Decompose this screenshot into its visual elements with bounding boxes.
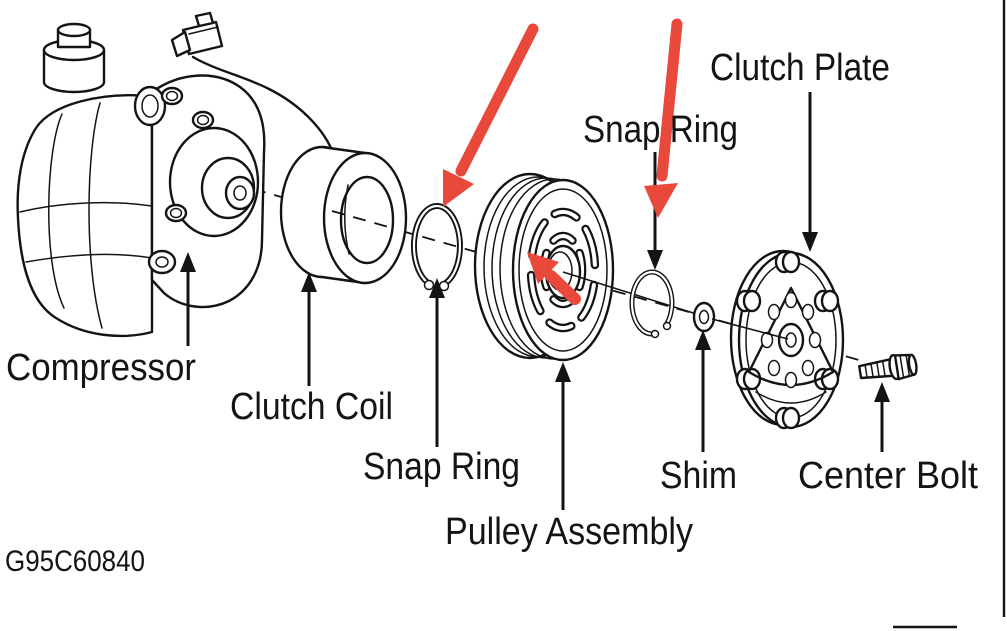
label-compressor: Compressor [6, 347, 196, 389]
pulley-assembly-drawing [473, 172, 707, 362]
highlight-arrow-snap-ring-rear [644, 18, 683, 218]
label-center-bolt: Center Bolt [798, 455, 978, 497]
label-snap-ring-rear: Snap Ring [583, 109, 738, 151]
shim-drawing [692, 301, 716, 333]
clutch-plate-bosses [735, 250, 840, 430]
highlight-arrow-pulley-center [527, 252, 581, 305]
label-pulley-assembly: Pulley Assembly [445, 511, 693, 553]
label-clutch-coil: Clutch Coil [230, 386, 393, 428]
pointer-arrow-center-bolt [874, 382, 890, 452]
figure-code: G95C60840 [5, 545, 145, 578]
label-clutch-plate: Clutch Plate [710, 47, 890, 89]
pointer-arrow-clutch-coil [301, 272, 317, 386]
pointer-arrow-shim [695, 330, 711, 452]
snap-ring-rear-drawing [629, 269, 675, 339]
snap-ring-front-drawing [411, 203, 463, 292]
bolt-fitting [160, 86, 215, 223]
pointer-arrow-compressor [180, 252, 196, 346]
pointer-arrow-snap-ring-front [429, 278, 445, 447]
clutch-plate-drawing [711, 249, 845, 430]
highlight-arrow-snap-ring-front [443, 23, 539, 207]
compressor-drawing [16, 11, 343, 338]
label-shim: Shim [660, 455, 737, 497]
clutch-plate-holes [760, 291, 822, 389]
pointer-arrow-clutch-plate [802, 92, 818, 252]
clutch-coil-drawing [279, 145, 408, 285]
center-bolt-drawing [858, 353, 918, 381]
label-snap-ring-front: Snap Ring [363, 446, 520, 488]
pulley-slots-outer [526, 207, 600, 333]
pointer-arrow-pulley-assembly [555, 362, 571, 510]
